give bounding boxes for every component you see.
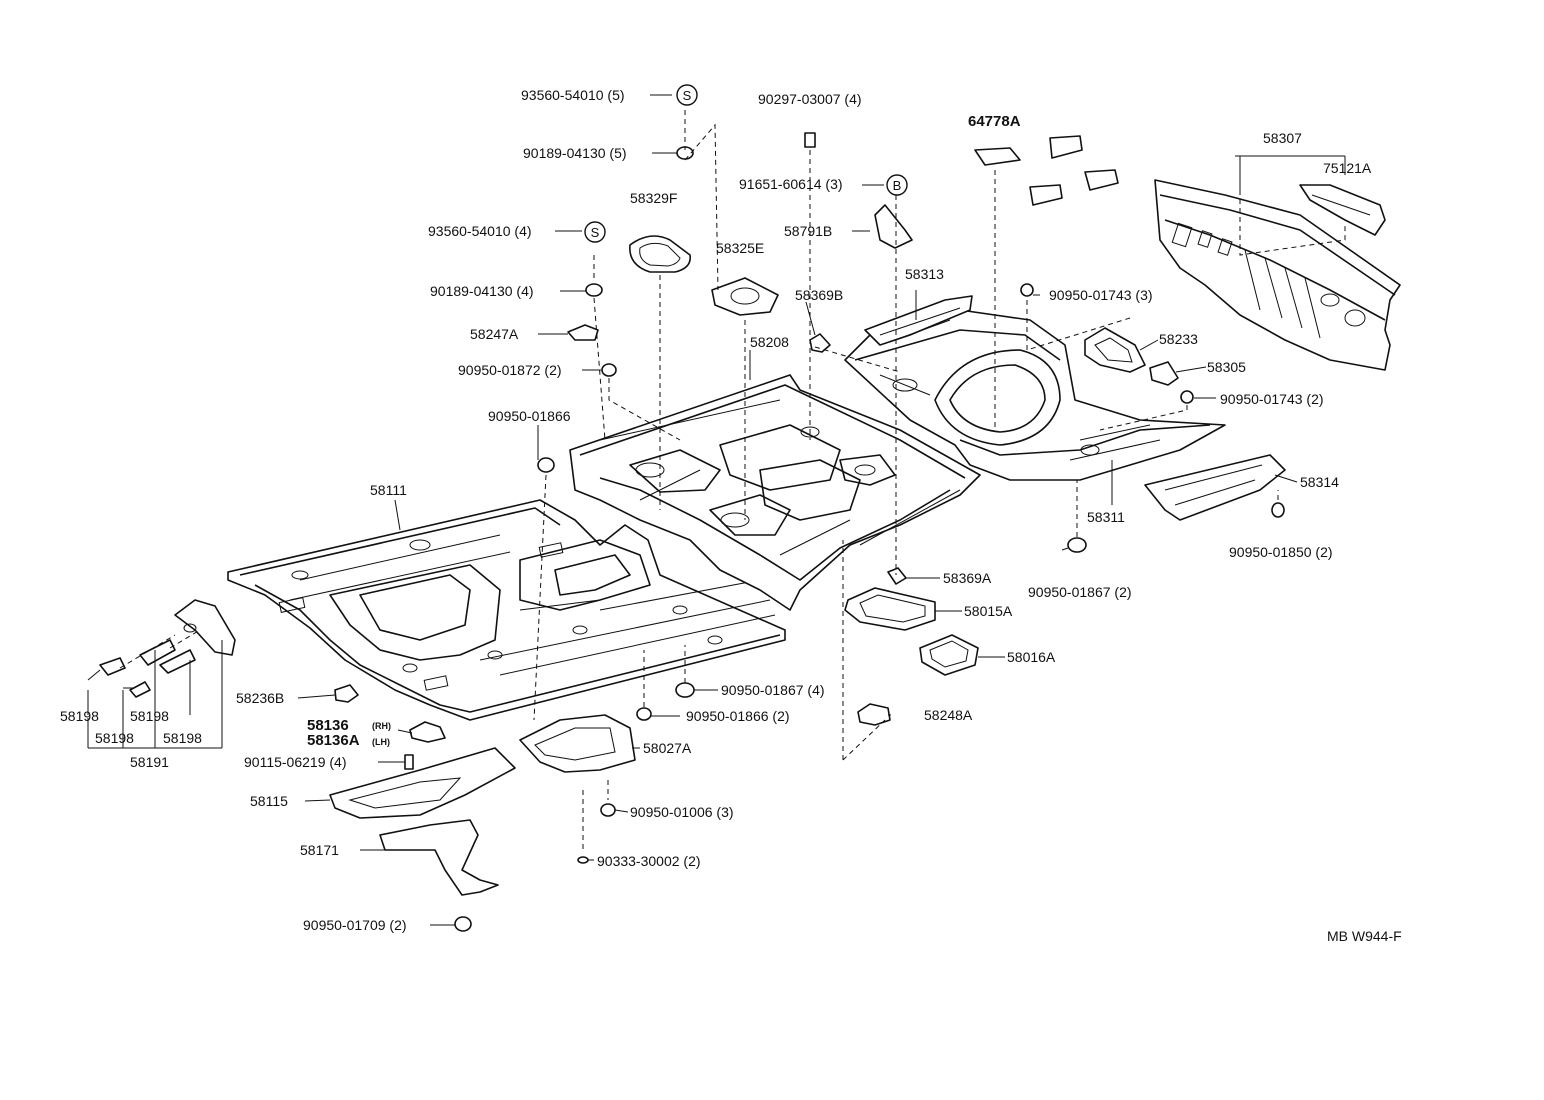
rear-panel-drawing [1154, 179, 1401, 371]
label-58314: 58314 [1300, 474, 1339, 490]
symbol-s-mid-text: S [591, 225, 600, 240]
label-58136-rh: (RH) [372, 721, 391, 731]
label-58325E: 58325E [716, 240, 764, 256]
label-58111: 58111 [370, 482, 407, 498]
label-90950-01743-2: 90950-01743 (2) [1220, 391, 1324, 407]
front-floor-pan-drawing [227, 499, 786, 721]
label-58198-a: 58198 [60, 708, 99, 724]
label-58307: 58307 [1263, 130, 1302, 146]
label-58136: 58136 [307, 717, 349, 734]
label-58198-d: 58198 [163, 730, 202, 746]
label-90333-30002: 90333-30002 (2) [597, 853, 701, 869]
diagram-code: MB W944-F [1327, 928, 1402, 944]
label-58171: 58171 [300, 842, 339, 858]
label-90950-01866-2: 90950-01866 (2) [686, 708, 790, 724]
circled-symbols: S S B [584, 84, 908, 243]
label-90189-04130-5: 90189-04130 (5) [523, 145, 627, 161]
label-58791B: 58791B [784, 223, 832, 239]
label-58208: 58208 [750, 334, 789, 350]
label-90950-01006: 90950-01006 (3) [630, 804, 734, 820]
label-58248A: 58248A [924, 707, 973, 723]
label-90950-01867-2: 90950-01867 (2) [1028, 584, 1132, 600]
label-58313: 58313 [905, 266, 944, 282]
label-90950-01872: 90950-01872 (2) [458, 362, 562, 378]
symbol-s-mid [584, 221, 606, 243]
symbol-s-top [676, 84, 698, 106]
label-90950-01850: 90950-01850 (2) [1229, 544, 1333, 560]
leader-lines [87, 94, 1346, 926]
label-58305: 58305 [1207, 359, 1246, 375]
label-90950-01743-3: 90950-01743 (3) [1049, 287, 1153, 303]
label-58136A: 58136A [307, 732, 360, 749]
rear-floor-pan-drawing [569, 374, 981, 611]
label-93560-54010-5: 93560-54010 (5) [521, 87, 625, 103]
label-58136A-lh: (LH) [372, 737, 390, 747]
part-labels: 93560-54010 (5) 90189-04130 (5) 90297-03… [60, 87, 1402, 944]
label-58015A: 58015A [964, 603, 1013, 619]
label-58191: 58191 [130, 754, 169, 770]
label-58329F: 58329F [630, 190, 677, 206]
label-58027A: 58027A [643, 740, 692, 756]
label-58233: 58233 [1159, 331, 1198, 347]
symbol-b-text: B [893, 178, 902, 193]
symbol-s-top-text: S [683, 88, 692, 103]
label-58198-c: 58198 [95, 730, 134, 746]
label-90297-03007: 90297-03007 (4) [758, 91, 862, 107]
label-93560-54010-4: 93560-54010 (4) [428, 223, 532, 239]
label-58236B: 58236B [236, 690, 284, 706]
label-75121A: 75121A [1323, 160, 1372, 176]
label-90950-01709: 90950-01709 (2) [303, 917, 407, 933]
label-64778A: 64778A [968, 113, 1021, 130]
label-90950-01867-4: 90950-01867 (4) [721, 682, 825, 698]
label-58198-b: 58198 [130, 708, 169, 724]
label-91651-60614: 91651-60614 (3) [739, 176, 843, 192]
label-90950-01866: 90950-01866 [488, 408, 571, 424]
label-58247A: 58247A [470, 326, 519, 342]
label-58369B: 58369B [795, 287, 843, 303]
label-58311: 58311 [1087, 509, 1125, 525]
label-90189-04130-4: 90189-04130 (4) [430, 283, 534, 299]
label-58115: 58115 [250, 793, 288, 809]
symbol-b [886, 174, 908, 196]
label-58369A: 58369A [943, 570, 992, 586]
label-90115-06219: 90115-06219 (4) [244, 754, 346, 770]
label-58016A: 58016A [1007, 649, 1056, 665]
